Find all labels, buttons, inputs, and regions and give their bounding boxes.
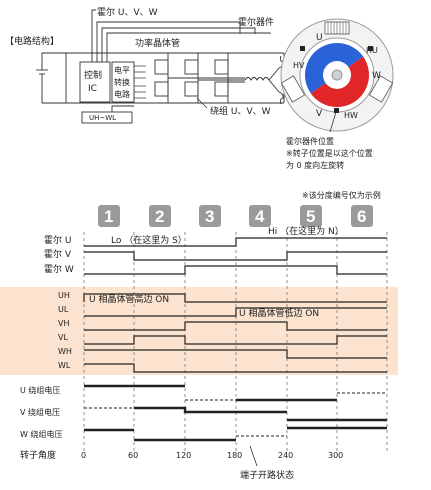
circuit-section-label: 【电路结构】: [5, 35, 59, 47]
timing-chart: ※该分度编号仅为示例 1 2 3 4 5 6: [0, 190, 398, 481]
step-badge: [149, 205, 171, 227]
hall-row-label-u: 霍尔 U: [44, 234, 71, 246]
step-badge: [199, 205, 221, 227]
gate-row-label-vh: VH: [58, 319, 70, 328]
power-transistor-label: 功率晶体管: [135, 37, 180, 49]
pole-label-w: W: [372, 71, 381, 81]
angle-tick: 300: [328, 451, 343, 460]
angle-tick: 60: [128, 451, 138, 460]
angle-ticks: 0 60 120 180 240 300: [81, 451, 343, 460]
step-number: 1: [104, 207, 113, 226]
gate-row-label-wh: WH: [58, 347, 72, 356]
step-badge: [351, 205, 373, 227]
stator-coils: [280, 21, 394, 103]
level-shift-box: [111, 61, 135, 103]
voltage-waveforms: [84, 384, 387, 442]
level-shift-label-3: 电路: [114, 89, 130, 99]
open-note-pointer: [249, 445, 258, 467]
hall-position-note-1: 霍尔器件位置: [286, 136, 334, 146]
angle-axis-label: 转子角度: [20, 449, 56, 461]
hi-label: Hi （在这里为 N）: [268, 225, 344, 237]
open-terminal-note: 端子开路状态: [240, 469, 294, 481]
winding-uvw-label: 绕组 U、V、W: [210, 105, 271, 117]
gate-row-label-vl: VL: [58, 333, 68, 342]
level-shift-label-1: 电平: [114, 65, 130, 75]
pole-label-hu: HU: [366, 46, 378, 55]
hall-uvw-label: 霍尔 U、V、W: [97, 6, 158, 18]
step-number: 4: [255, 207, 265, 226]
hall-row-label-w: 霍尔 W: [44, 263, 74, 275]
hall-waveforms: [84, 237, 387, 275]
pole-label-hv: HV: [293, 61, 305, 70]
step-number: 3: [205, 207, 214, 226]
hall-signal-wires: [91, 9, 271, 62]
gate-row-label-ul: UL: [58, 305, 69, 314]
example-note: ※该分度编号仅为示例: [302, 190, 381, 200]
gate-waveforms: [83, 293, 387, 373]
motor-cross-section: U HU W HW V HV 霍尔器件位置 ※转子位置是以这个位置 为 0 度向…: [280, 18, 394, 170]
gate-note-high: U 相晶体管高边 ON: [89, 293, 169, 305]
step-badge: [249, 205, 271, 227]
circuit-diagram: 【电路结构】 霍尔 U、V、W 霍尔器件 功率晶体管 控制 IC 电平: [5, 6, 285, 124]
lo-label: Lo （在这里为 S）: [111, 234, 187, 246]
step-number: 6: [357, 207, 366, 226]
hall-row-label-v: 霍尔 V: [44, 248, 72, 260]
hall-sensor-hw-marker: [334, 108, 339, 113]
voltage-row-label-w: W 绕组电压: [20, 429, 62, 439]
gate-drive-lines: [134, 65, 146, 99]
angle-tick: 180: [227, 451, 242, 460]
pole-label-hw: HW: [344, 111, 358, 120]
hall-position-pointer: [329, 111, 337, 133]
step-badge: [300, 205, 322, 227]
hall-position-note-2: ※转子位置是以这个位置: [286, 148, 373, 158]
angle-tick: 0: [81, 451, 86, 460]
rotor-shaft: [331, 69, 343, 81]
pole-label-u: U: [316, 33, 323, 43]
control-ic-label-2: IC: [88, 84, 97, 94]
hall-element-label: 霍尔器件: [238, 16, 274, 28]
motor-winding-coils: [244, 55, 284, 105]
level-shift-label-2: 转换: [114, 77, 130, 87]
control-ic-label-1: 控制: [84, 69, 102, 81]
gate-bus-box: [81, 111, 133, 124]
power-transistors: [154, 53, 245, 103]
angle-tick: 240: [278, 451, 293, 460]
gate-row-label-uh: UH: [58, 291, 70, 300]
voltage-row-label-v: V 绕组电压: [20, 407, 60, 417]
control-ic-box: [79, 61, 111, 103]
voltage-row-label-u: U 绕组电压: [20, 385, 60, 395]
pole-label-v: V: [316, 109, 323, 119]
hall-sensor-hu-marker: [368, 46, 373, 51]
gate-bus-label: UH~WL: [89, 114, 116, 122]
step-badges: 1 2 3 4 5 6: [98, 205, 373, 227]
step-badge: [98, 205, 120, 227]
gate-note-low: U 相晶体管低边 ON: [239, 307, 319, 319]
gate-row-label-wl: WL: [58, 361, 71, 370]
hall-sensor-hv-marker: [300, 46, 305, 51]
step-number: 2: [155, 207, 164, 226]
step-number: 5: [306, 207, 315, 226]
hall-position-note-3: 为 0 度向左旋转: [286, 160, 344, 170]
angle-tick: 120: [176, 451, 191, 460]
